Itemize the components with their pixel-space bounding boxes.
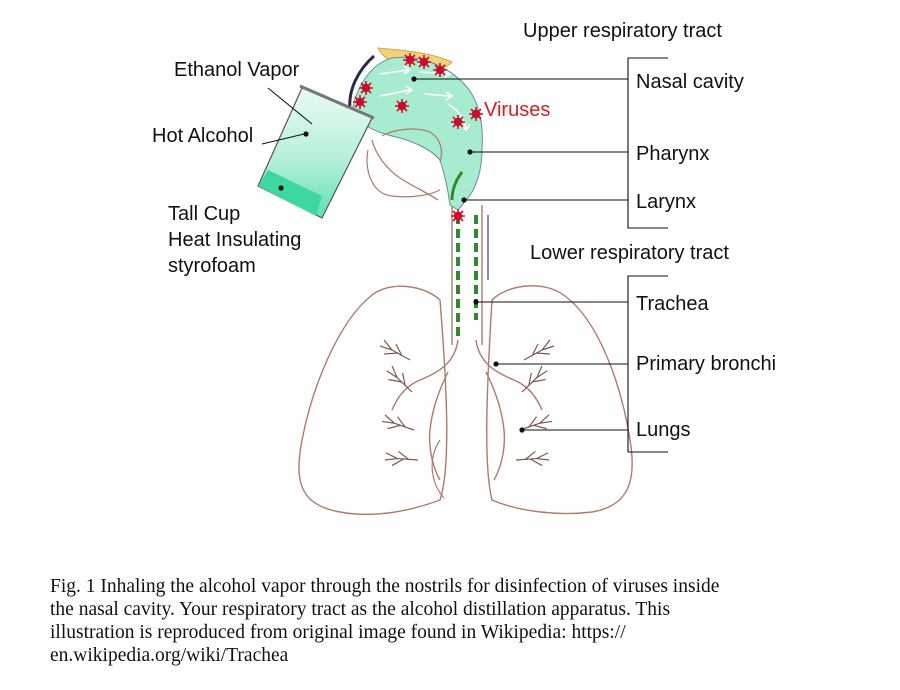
caption-line: illustration is reproduced from original… [50, 622, 626, 643]
label-hot-alcohol: Hot Alcohol [152, 125, 253, 147]
left-leader-lines [261, 87, 313, 145]
upper-airway-illustration [348, 47, 484, 224]
label-pharynx: Pharynx [636, 143, 709, 165]
trachea-illustration [451, 205, 489, 345]
lungs-illustration [298, 285, 633, 516]
label-cup-line2: Heat Insulating [168, 229, 301, 251]
leader-dots [411, 76, 525, 433]
label-cup-line1: Tall Cup [168, 203, 240, 225]
caption-line: the nasal cavity. Your respiratory tract… [50, 599, 671, 620]
caption-line: Fig. 1 Inhaling the alcohol vapor throug… [50, 576, 720, 597]
right-leader-lines [414, 57, 668, 453]
label-ethanol-vapor: Ethanol Vapor [174, 59, 300, 81]
label-trachea: Trachea [636, 293, 710, 315]
label-viruses: Viruses [484, 99, 550, 121]
label-lungs: Lungs [636, 419, 691, 441]
figure-caption: Fig. 1 Inhaling the alcohol vapor throug… [50, 575, 860, 667]
label-nasal-cavity: Nasal cavity [636, 71, 744, 93]
label-upper-respiratory-tract: Upper respiratory tract [523, 20, 722, 42]
label-lower-respiratory-tract: Lower respiratory tract [530, 242, 729, 264]
cup-illustration [257, 84, 375, 219]
label-larynx: Larynx [636, 191, 696, 213]
caption-line: en.wikipedia.org/wiki/Trachea [50, 645, 289, 666]
label-primary-bronchi: Primary bronchi [636, 353, 776, 375]
label-cup-line3: styrofoam [168, 255, 256, 277]
